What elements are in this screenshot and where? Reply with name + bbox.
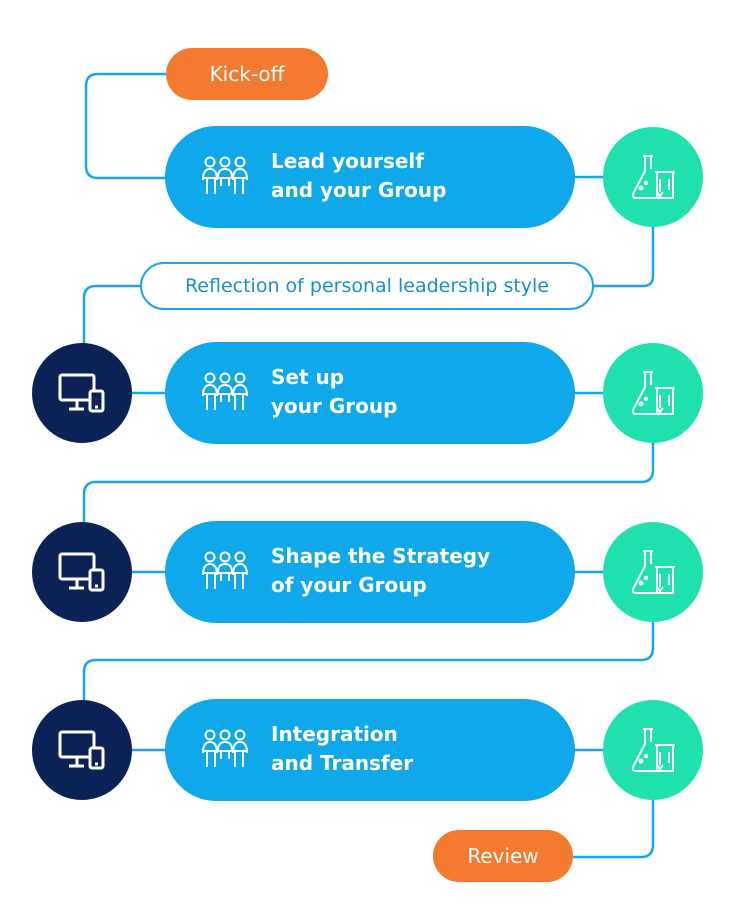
- connector-kickoff-module1: [84, 72, 167, 180]
- connector-lab1-reflection: [592, 225, 655, 288]
- module-title: Lead yourself and your Group: [271, 147, 446, 205]
- module-title-line1: Shape the Strategy: [271, 544, 491, 568]
- module-title-line1: Lead yourself: [271, 149, 424, 173]
- digital-circle-1: [32, 343, 132, 443]
- module-set-up: Set up your Group: [165, 342, 575, 444]
- module-title-line2: and your Group: [271, 178, 447, 202]
- group-meeting-icon: [202, 729, 248, 767]
- module-title-line1: Set up: [271, 365, 345, 389]
- module-title: Shape the Strategy of your Group: [271, 542, 490, 600]
- review-label: Review: [467, 844, 539, 868]
- module-title-line2: of your Group: [271, 573, 427, 597]
- digital-circle-2: [32, 522, 132, 622]
- kickoff-pill: Kick-off: [166, 48, 328, 100]
- computer-device-icon: [58, 552, 105, 592]
- lab-circle-3: [603, 522, 703, 622]
- lab-flask-icon: [631, 550, 675, 594]
- lab-circle-2: [603, 343, 703, 443]
- reflection-label: Reflection of personal leadership style: [184, 275, 550, 297]
- module-title-line1: Integration: [271, 722, 398, 746]
- connector-reflection-digital1: [82, 284, 142, 345]
- module-title: Integration and Transfer: [271, 720, 413, 778]
- lab-circle-1: [603, 127, 703, 227]
- kickoff-label: Kick-off: [209, 62, 285, 86]
- module-shape-strategy: Shape the Strategy of your Group: [165, 521, 575, 623]
- digital-circle-3: [32, 700, 132, 800]
- reflection-pill: Reflection of personal leadership style: [140, 262, 594, 310]
- lab-flask-icon: [631, 155, 675, 199]
- computer-device-icon: [58, 730, 105, 770]
- group-meeting-icon: [202, 551, 248, 589]
- module-title: Set up your Group: [271, 363, 397, 421]
- group-meeting-icon: [202, 372, 248, 410]
- module-title-line2: your Group: [271, 394, 398, 418]
- lab-circle-4: [603, 700, 703, 800]
- computer-device-icon: [58, 373, 105, 413]
- module-lead-yourself: Lead yourself and your Group: [165, 126, 575, 228]
- connector-lab4-review: [571, 798, 655, 859]
- lab-flask-icon: [631, 728, 675, 772]
- module-title-line2: and Transfer: [271, 751, 414, 775]
- review-pill: Review: [433, 830, 573, 882]
- module-integration: Integration and Transfer: [165, 699, 575, 801]
- connector-lab3-digital3: [82, 620, 655, 702]
- connector-lab2-digital2: [82, 441, 655, 524]
- group-meeting-icon: [202, 156, 248, 194]
- lab-flask-icon: [631, 371, 675, 415]
